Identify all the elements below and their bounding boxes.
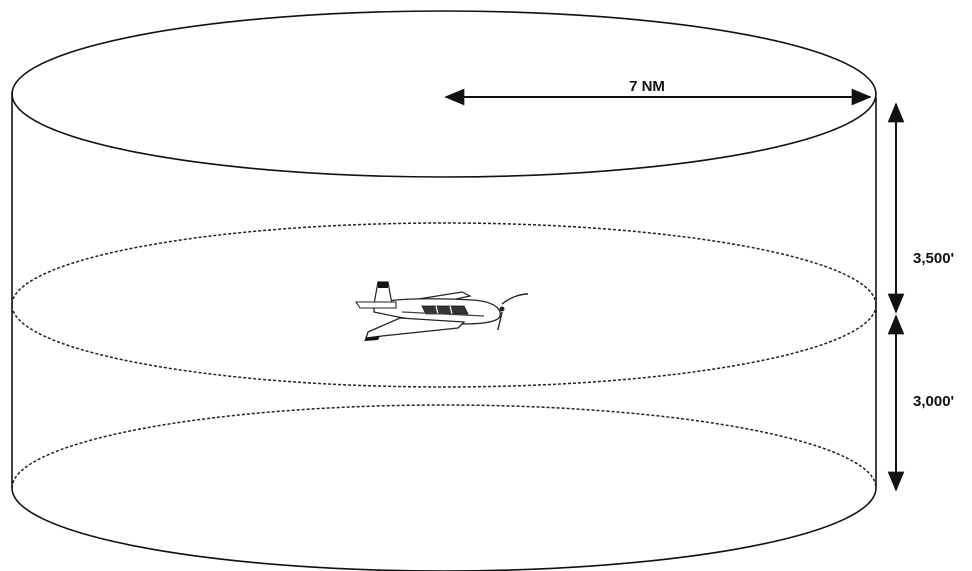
upper-height-label: 3,500' (913, 250, 954, 267)
aircraft-icon (354, 281, 529, 341)
middle-ellipse (11, 222, 877, 388)
top-ellipse (11, 10, 877, 178)
radius-label: 7 NM (629, 78, 665, 95)
bottom-ellipse-back (11, 404, 877, 489)
lower-height-label: 3,000' (913, 393, 954, 410)
bottom-ellipse-front (11, 487, 877, 571)
